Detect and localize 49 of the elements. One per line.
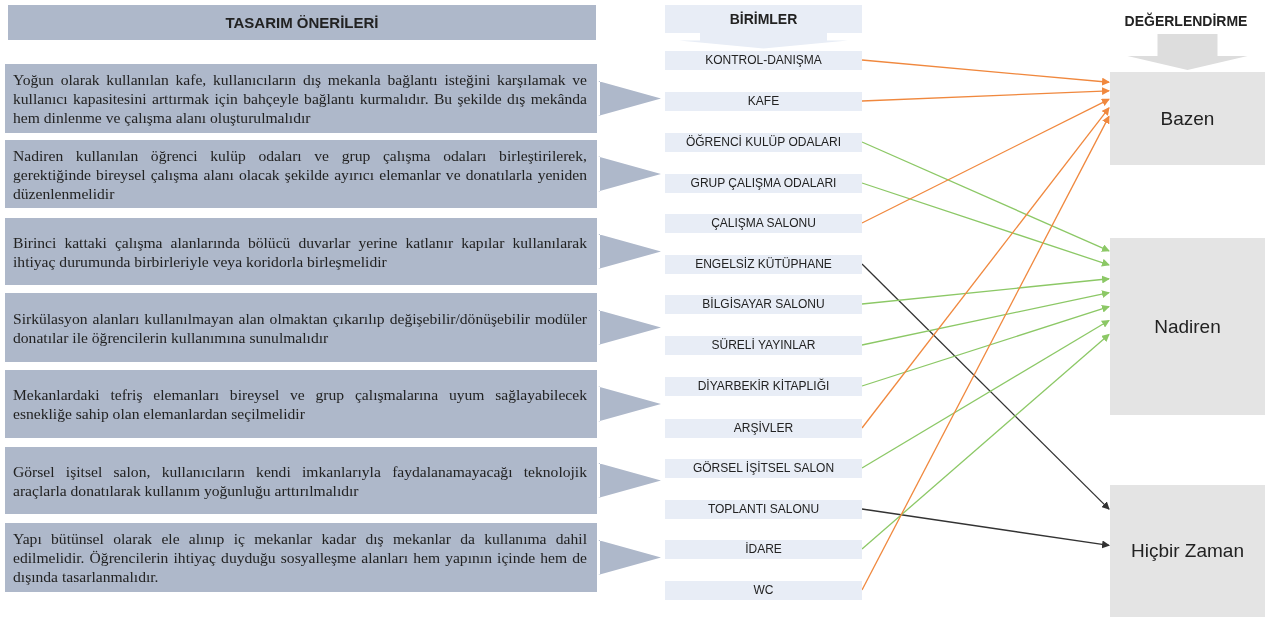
rating-box: Nadiren bbox=[1110, 238, 1265, 415]
arrow bbox=[861, 263, 1110, 510]
arrow bbox=[861, 98, 1110, 224]
suggestion-text: Görsel işitsel salon, kullanıcıların kendi imkanlarıyla faydalanamayacağı teknolojik araçlarla donatılarak kullanım yoğunluğu arttırılmalıdır bbox=[13, 461, 587, 500]
block-arrow bbox=[598, 540, 661, 575]
block-arrow bbox=[598, 463, 661, 498]
unit-label: İDARE bbox=[665, 539, 862, 559]
unit-label: GÖRSEL İŞİTSEL SALON bbox=[665, 458, 862, 478]
unit-label: ARŞİVLER bbox=[665, 418, 862, 438]
block-arrow bbox=[598, 234, 661, 269]
unit-label: KONTROL-DANIŞMA bbox=[665, 50, 862, 70]
suggestion-text: Nadiren kullanılan öğrenci kulüp odaları ve grup çalışma odaları birleştirilerek, gerektiğinde bireysel çalışma alanı olacak şekilde ayırıcı elemanlar ve donatılarla yeniden düzenlenmelidir bbox=[13, 145, 587, 203]
unit-label: KAFE bbox=[665, 91, 862, 111]
arrow bbox=[861, 59, 1110, 86]
unit-label: ÇALIŞMA SALONU bbox=[665, 213, 862, 233]
arrow bbox=[861, 333, 1110, 550]
suggestion-text: Mekanlardaki tefriş elemanları bireysel ve grup çalışmalarına uyum sağlayabilecek esnekliğe sahip olan elemanlardan seçilmelidir bbox=[13, 385, 587, 423]
suggestion-text: Sirkülasyon alanları kullanılmayan alan olmaktan çıkarılıp değişebilir/dönüşebilir modüler donatılar ile öğrencilerin kullanımına sunulmalıdır bbox=[13, 308, 587, 347]
arrow bbox=[861, 107, 1110, 429]
arrow bbox=[861, 304, 1110, 387]
arrow bbox=[861, 182, 1110, 267]
suggestion-text: Birinci kattaki çalışma alanlarında bölücü duvarlar yerine katlanır kapılar kullanılarak ihtiyaç durumunda birbirleriyle veya koridorla birleşmelidir bbox=[13, 232, 587, 271]
suggestion-text: Yoğun olarak kullanılan kafe, kullanıcıların dış mekanla bağlantı isteğini karşılamak ve kullanıcı kapasitesini arttırmak için bahçeyle bağlantı kurmalıdır. Bu şekilde dış mekânda hem dinlenme ve çalışma alanı oluşturulmalıdır bbox=[13, 70, 587, 127]
arrow bbox=[861, 508, 1110, 549]
unit-label: DİYARBEKİR KİTAPLIĞI bbox=[665, 376, 862, 396]
arrow bbox=[861, 87, 1110, 102]
suggestion-text: Yapı bütünsel olarak ele alınıp iç mekanlar kadar dış mekanlar da kullanıma dahil edilmelidir. Öğrencilerin ihtiyaç duyduğu sosyalleşme alanları hem yapının içinde hem de dışında tasarlanmalıdır. bbox=[13, 529, 587, 586]
block-arrow bbox=[598, 156, 661, 192]
unit-label: WC bbox=[665, 580, 862, 600]
rating-box: Bazen bbox=[1110, 72, 1265, 165]
block-arrow bbox=[598, 81, 661, 116]
unit-label: ÖĞRENCİ KULÜP ODALARI bbox=[665, 132, 862, 152]
arrow bbox=[861, 275, 1110, 305]
block-arrow bbox=[598, 386, 661, 422]
arrow bbox=[861, 319, 1110, 469]
unit-label: SÜRELİ YAYINLAR bbox=[665, 335, 862, 355]
rating-box: Hiçbir Zaman bbox=[1110, 485, 1265, 617]
block-arrow bbox=[1127, 34, 1248, 70]
column-header: BİRİMLER bbox=[665, 5, 862, 33]
arrow bbox=[861, 290, 1110, 346]
column-header: DEĞERLENDİRME bbox=[1100, 8, 1272, 34]
unit-label: ENGELSİZ KÜTÜPHANE bbox=[665, 254, 862, 274]
column-header: TASARIM ÖNERİLERİ bbox=[8, 5, 596, 40]
unit-label: TOPLANTI SALONU bbox=[665, 499, 862, 519]
arrow bbox=[861, 141, 1110, 252]
unit-label: GRUP ÇALIŞMA ODALARI bbox=[665, 173, 862, 193]
arrow bbox=[861, 115, 1110, 591]
unit-label: BİLGİSAYAR SALONU bbox=[665, 294, 862, 314]
block-arrow bbox=[598, 310, 661, 345]
